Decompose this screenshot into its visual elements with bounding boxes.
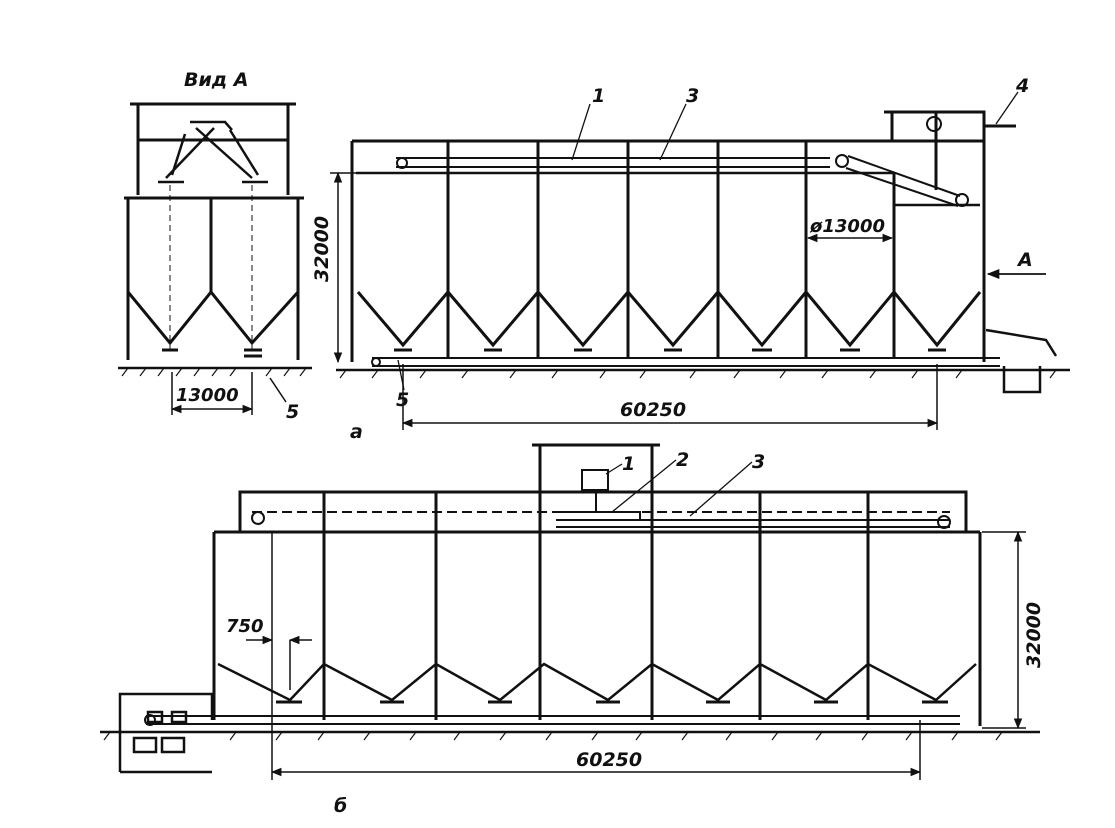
pos-4: 4 [1015, 75, 1029, 97]
pos-1-bottom: 1 [622, 453, 635, 475]
pos-3-bottom: 3 [752, 451, 765, 473]
side-width-label: 13000 [176, 385, 239, 406]
arrow-a-label: A [1016, 249, 1033, 271]
pos-5-side: 5 [286, 401, 299, 423]
total-length-label-a: 60250 [620, 399, 686, 421]
view-b-section [100, 443, 1040, 780]
pos-3-top: 3 [686, 85, 699, 107]
total-length-label-b: 60250 [576, 749, 642, 771]
silo-height-label-b: 32000 [1023, 602, 1045, 668]
sublabel-b: б [334, 795, 347, 817]
labels: Вид А 13000 5 1 3 4 32000 ø13000 A 5 602… [176, 69, 1045, 817]
silo-diameter-label: ø13000 [809, 216, 885, 237]
silo-height-label-a: 32000 [311, 216, 333, 282]
pos-1-top: 1 [592, 85, 605, 107]
pos-5-front: 5 [396, 389, 409, 411]
pos-2-bottom: 2 [676, 449, 689, 471]
view-a-side [118, 102, 312, 415]
view-a-title: Вид А [184, 69, 248, 91]
sublabel-a: а [350, 421, 363, 443]
view-a-elevation [330, 91, 1070, 430]
gap-label: 750 [226, 616, 264, 637]
